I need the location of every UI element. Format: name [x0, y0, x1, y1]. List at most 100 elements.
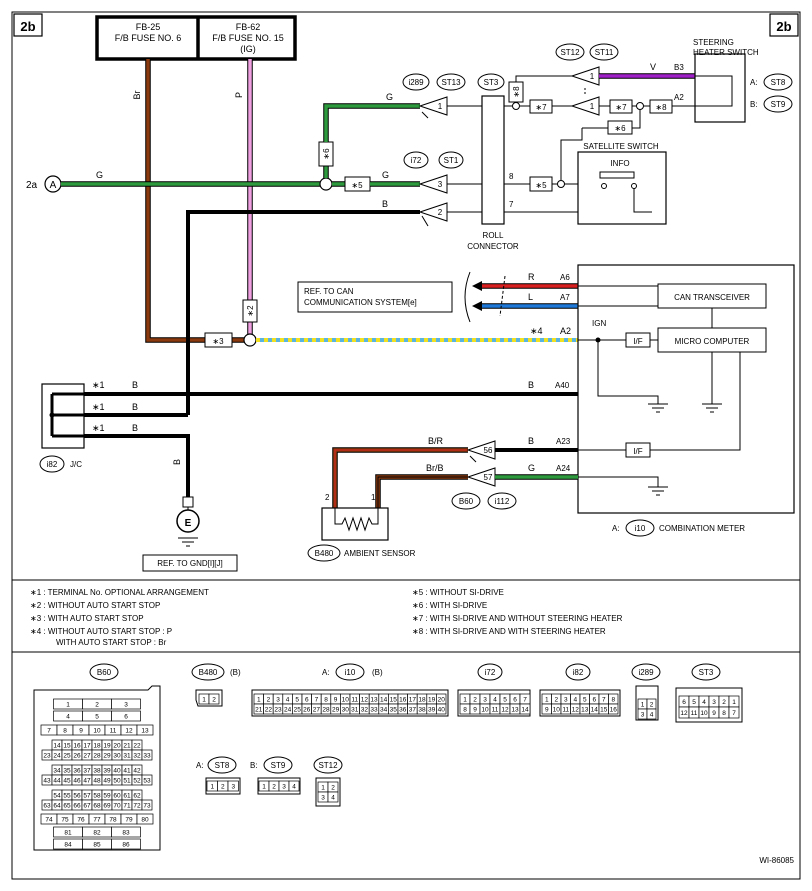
b60-pin: 17: [83, 743, 91, 750]
i10-pin: 39: [428, 707, 436, 714]
b60-pin: 39: [103, 768, 111, 775]
pin-st11-1: 1: [590, 102, 595, 111]
fuse-2-name: F/B FUSE NO. 15: [212, 33, 284, 43]
b60-pin: 85: [93, 842, 101, 849]
ambient-sensor-label: AMBIENT SENSOR: [344, 549, 416, 558]
label-i72: [403, 151, 429, 169]
b60-pin: 51: [123, 778, 131, 785]
b60-pin: 5: [95, 714, 99, 721]
b60-pin: 71: [123, 803, 131, 810]
b60-pin: 7: [47, 728, 51, 735]
gnd-terminal: [182, 496, 194, 508]
info-contact-a: [601, 183, 607, 189]
mark-2-box: [242, 299, 258, 323]
mark-7-right: ∗7: [615, 103, 627, 112]
i10-pin: 2: [267, 697, 271, 704]
combination-meter-label: COMBINATION METER: [659, 524, 745, 533]
cv-st8-text: ST8: [215, 761, 230, 770]
fuse-1-id: FB-25: [136, 22, 161, 32]
jc-wire-b-1: B: [132, 380, 138, 390]
wire-to-st12: [515, 75, 572, 102]
wire-label-g-left: G: [96, 170, 103, 180]
b60-pin: 2: [95, 702, 99, 709]
b60-cell: [111, 698, 141, 710]
st3-pin: 11: [691, 710, 698, 717]
meter-a-prefix: A:: [612, 524, 620, 533]
jc-label: J/C: [70, 460, 82, 469]
fuse-2-id: FB-62: [236, 22, 261, 32]
st9-pin: 2: [272, 784, 276, 791]
b480-pin: 2: [212, 697, 216, 704]
conn-st12-pin1: [570, 66, 600, 86]
note-4b: WITH AUTO START STOP : Br: [56, 638, 167, 647]
b60-pin: 46: [73, 778, 81, 785]
b60-pin: 21: [123, 743, 131, 750]
b60-pin: 23: [43, 753, 51, 760]
i72-pin: 2: [473, 697, 477, 704]
st3-pin: 6: [682, 699, 686, 706]
i10-pin: 29: [332, 707, 340, 714]
b60-pin: 38: [93, 768, 101, 775]
pin-a6: A6: [560, 273, 570, 282]
label-i10-text: i10: [635, 524, 646, 533]
label-st12-text: ST12: [560, 48, 580, 57]
can-ref-box: [297, 281, 453, 313]
label-st9-text: ST9: [771, 100, 786, 109]
b60-pin: 53: [143, 778, 151, 785]
b60-cell: [111, 710, 141, 722]
jc-node: [49, 412, 55, 418]
i10-pin: 14: [380, 697, 388, 704]
st12-cell: [327, 791, 339, 803]
st3-pin: 3: [712, 699, 716, 706]
ref-gnd-label: REF. TO GND[I][J]: [157, 559, 223, 568]
label-i72-text: i72: [411, 156, 422, 165]
mark-3: ∗3: [212, 337, 224, 346]
wire-label-r: R: [528, 272, 535, 282]
wire-g-up-b-outline: [323, 103, 420, 142]
st3-pin: 1: [732, 699, 736, 706]
info-switch-bar: [599, 171, 635, 179]
label-i82: [39, 455, 65, 473]
mark-5-left: ∗5: [351, 181, 363, 190]
left-ref: 2a: [26, 180, 38, 191]
mark-7-left: ∗7: [535, 103, 547, 112]
st3-pin: 4: [702, 699, 706, 706]
b60-pin: 74: [45, 817, 53, 824]
page-tag-right: 2b: [776, 19, 791, 34]
satellite-switch-label: SATELLITE SWITCH: [583, 142, 659, 151]
b60-pin: 86: [122, 842, 130, 849]
mark-6-right: ∗6: [614, 124, 626, 133]
wire-micro-if2: [650, 352, 741, 451]
left-ref-letter: A: [50, 180, 57, 191]
cv-i10-label: [335, 663, 365, 681]
b60-pin: 73: [143, 803, 151, 810]
i10-pin: 26: [303, 707, 311, 714]
b60-pin: 66: [73, 803, 81, 810]
wire-label-br-sensor: B/R: [428, 436, 444, 446]
wire-label-g-b: G: [382, 170, 389, 180]
pin-st12-1: 1: [590, 72, 595, 81]
i10-pin: 10: [342, 697, 350, 704]
b60-pin: 25: [63, 753, 71, 760]
b60-pin: 82: [93, 830, 101, 837]
b60-pin: 68: [93, 803, 101, 810]
i82-pin: 16: [610, 707, 618, 714]
cv-i10-suffix: (B): [372, 668, 383, 677]
b60-cell: [141, 749, 153, 761]
roll-label-2: CONNECTOR: [467, 242, 519, 251]
i289-pin: 2: [650, 702, 654, 709]
b60-pin: 63: [43, 803, 51, 810]
note-7: ∗7 : WITH SI-DRIVE AND WITHOUT STEERING …: [412, 614, 623, 623]
cv-b480-text: B480: [199, 668, 218, 677]
label-b60-text: B60: [459, 497, 474, 506]
b60-pin: 48: [93, 778, 101, 785]
page-frame: [11, 11, 801, 880]
b60-pin: 65: [63, 803, 71, 810]
i72-pin: 3: [483, 697, 487, 704]
pin-b3: B3: [674, 63, 684, 72]
st3-pin: 8: [722, 710, 726, 717]
i10-pin: 6: [305, 697, 309, 704]
b480-pin: 1: [202, 697, 206, 704]
i10-pin: 35: [390, 707, 398, 714]
